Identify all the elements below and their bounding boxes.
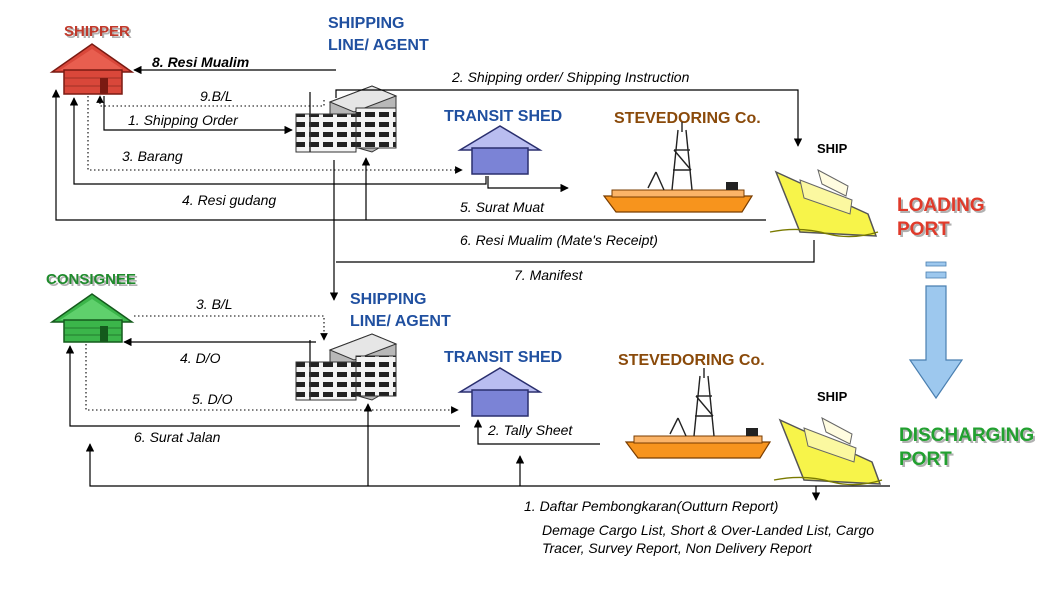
- discharging-port-label-line2: PORT: [899, 449, 952, 470]
- discharging-barge-icon: [624, 368, 772, 459]
- loading-flow-8-label: 8. Resi Mualim: [152, 54, 249, 70]
- loading-agent-label-line2: LINE/ AGENT: [328, 37, 429, 54]
- discharging-port-label-line2: PORT: [901, 451, 954, 472]
- loading-barge-icon: [602, 122, 754, 213]
- discharging-section: CONSIGNEE CONSIGNEE SHIPPING LINE/ AGENT…: [46, 271, 1036, 556]
- consignee-label: CONSIGNEE: [46, 271, 136, 288]
- discharging-flow-1-label: 1. Daftar Pembongkaran(Outturn Report): [524, 498, 778, 514]
- discharging-flow-lines: [65, 315, 890, 501]
- loading-flow-1-label: 1. Shipping Order: [128, 112, 239, 128]
- shipper-house-icon: [49, 43, 135, 95]
- shipper-label: SHIPPER: [64, 23, 130, 40]
- discharging-agent-label-line2: LINE/ AGENT: [350, 313, 451, 330]
- discharging-flow-3-label: 3. B/L: [196, 296, 233, 312]
- loading-flow-3-label: 3. Barang: [122, 148, 183, 164]
- loading-port-label-line2: PORT: [897, 219, 950, 240]
- discharging-flow-4-label: 4. D/O: [180, 350, 221, 366]
- discharging-flow-5-label: 5. D/O: [192, 391, 233, 407]
- discharging-transit-shed-label: TRANSIT SHED: [444, 349, 562, 366]
- loading-section: SHIPPER SHIPPER SHIPPING LINE/ AGENT TRA…: [49, 15, 987, 301]
- discharging-shed-icon: [457, 367, 543, 417]
- loading-port-label-line2: PORT: [899, 221, 952, 242]
- loading-flow-6-label: 6. Resi Mualim (Mate's Receipt): [460, 232, 658, 248]
- consignee-label: CONSIGNEE: [48, 273, 138, 290]
- loading-stevedoring-label: STEVEDORING Co.: [614, 110, 761, 127]
- loading-flow-2-label: 2. Shipping order/ Shipping Instruction: [451, 69, 690, 85]
- down-arrow-icon: [908, 261, 964, 400]
- loading-office-building-icon: [295, 85, 398, 153]
- loading-transit-shed-label: TRANSIT SHED: [444, 108, 562, 125]
- discharging-ship-label: SHIP: [817, 389, 848, 404]
- discharging-flow-2-label: 2. Tally Sheet: [487, 422, 573, 438]
- loading-shed-icon: [457, 125, 543, 175]
- loading-port-label-line1: LOADING: [897, 195, 985, 216]
- loading-flow-7-label: 7. Manifest: [514, 267, 584, 283]
- discharging-office-building-icon: [295, 333, 398, 401]
- discharging-ship-icon: [773, 417, 883, 486]
- discharging-stevedoring-label: STEVEDORING Co.: [618, 352, 765, 369]
- shipper-label: SHIPPER: [66, 25, 132, 42]
- loading-flow-lines: [51, 65, 815, 301]
- discharging-note-line2: Tracer, Survey Report, Non Delivery Repo…: [542, 540, 813, 556]
- discharging-port-label-line1: DISCHARGING: [901, 427, 1036, 448]
- discharging-agent-label-line1: SHIPPING: [350, 291, 426, 308]
- loading-flow-4-label: 4. Resi gudang: [182, 192, 276, 208]
- loading-flow-5-label: 5. Surat Muat: [460, 199, 545, 215]
- loading-ship-label: SHIP: [817, 141, 848, 156]
- loading-agent-label-line1: SHIPPING: [328, 15, 404, 32]
- discharging-port-label-line1: DISCHARGING: [899, 425, 1034, 446]
- discharging-flow-6-label: 6. Surat Jalan: [134, 429, 221, 445]
- loading-port-label-line1: LOADING: [899, 197, 987, 218]
- consignee-house-icon: [49, 293, 135, 343]
- loading-flow-9-label: 9.B/L: [200, 88, 233, 104]
- loading-ship-icon: [769, 169, 879, 238]
- discharging-note-line1: Demage Cargo List, Short & Over-Landed L…: [542, 522, 874, 538]
